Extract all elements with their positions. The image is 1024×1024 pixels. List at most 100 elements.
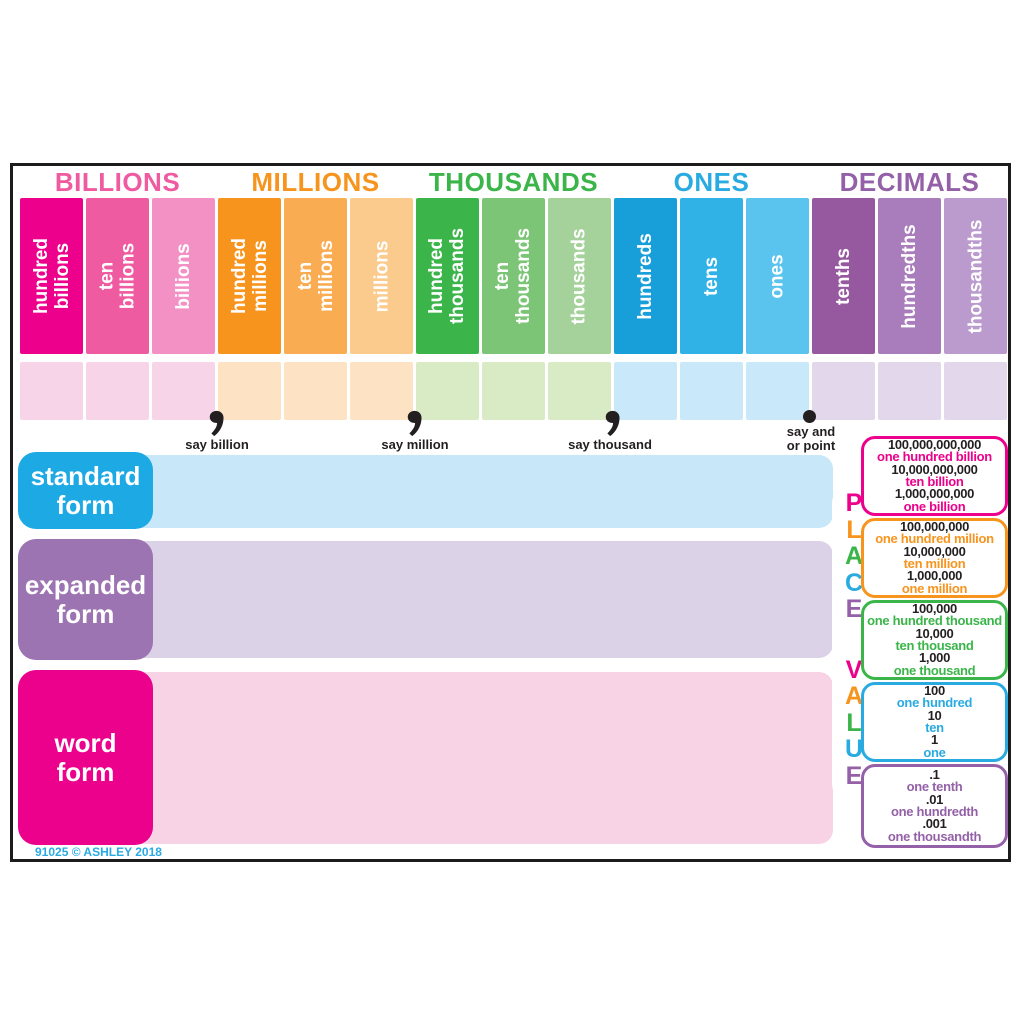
- column-label: hundredths: [899, 223, 920, 329]
- column-label: tens: [700, 256, 722, 296]
- place-value-letter: L: [846, 515, 862, 544]
- expanded-form-label: expanded form: [18, 539, 153, 660]
- group-label-ones: ONES: [673, 167, 750, 197]
- value-word: ten thousand: [895, 638, 974, 653]
- digit-cell: [812, 362, 875, 420]
- digit-cell: [416, 362, 479, 420]
- column-label: ones: [766, 253, 788, 299]
- comma-icon: [209, 410, 224, 437]
- value-number: 10: [927, 707, 942, 723]
- column-millions: millions: [350, 198, 413, 354]
- separator-label-say-and-or-point: say and or point: [786, 424, 836, 453]
- column-ten-thousands: ten thousands: [482, 198, 545, 354]
- column-label: thousands: [569, 227, 590, 325]
- column-label: thousandths: [965, 219, 986, 333]
- copyright-text: 91025 © ASHLEY 2018: [35, 845, 162, 859]
- place-value-letter: C: [844, 568, 864, 597]
- comma-icon: [407, 410, 422, 437]
- value-number: .001: [922, 816, 947, 832]
- value-number: 1,000: [918, 650, 951, 666]
- digit-cell: [20, 362, 83, 420]
- column-label: ten billions: [96, 242, 139, 310]
- separator-label-say-billion: say billion: [185, 437, 249, 452]
- value-box-thousands: 100,000 one hundred thousand 10,000 ten …: [861, 600, 1008, 680]
- place-value-letter: E: [845, 595, 863, 623]
- value-word: ten million: [903, 556, 966, 571]
- value-number: 100,000,000,000: [887, 437, 982, 453]
- column-label: ten thousands: [492, 227, 535, 325]
- value-word: ten: [925, 720, 944, 735]
- column-hundred-millions: hundred millions: [218, 198, 281, 354]
- column-label: tenths: [833, 247, 854, 305]
- group-labels-row: BILLIONS MILLIONS THOUSANDS ONES DECIMAL…: [20, 168, 1007, 196]
- value-word: one thousandth: [887, 828, 982, 844]
- value-word: one hundred billion: [877, 449, 992, 465]
- value-word: one hundred thousand: [867, 613, 1002, 629]
- value-word: one tenth: [906, 779, 963, 795]
- column-hundred-thousands: hundred thousands: [416, 198, 479, 354]
- value-box-decimals: .1 one tenth .01 one hundredth .001 one …: [861, 764, 1008, 848]
- value-number: 100: [924, 683, 945, 699]
- digit-cell: [152, 362, 215, 420]
- digit-cell: [614, 362, 677, 420]
- value-word: one hundred million: [875, 531, 994, 547]
- digit-cell: [680, 362, 743, 420]
- column-billions: billions: [152, 198, 215, 354]
- digit-cell: [218, 362, 281, 420]
- word-form-row: [43, 672, 833, 844]
- expanded-form-row: [43, 541, 833, 658]
- digit-cell: [548, 362, 611, 420]
- place-value-letter: U: [844, 735, 864, 763]
- column-hundredths: hundredths: [878, 198, 941, 354]
- column-ones: ones: [746, 198, 809, 354]
- value-number: .01: [925, 791, 944, 807]
- value-word: ten billion: [905, 474, 964, 489]
- decimal-point-icon: [803, 410, 816, 423]
- value-box-millions: 100,000,000 one hundred million 10,000,0…: [861, 518, 1008, 598]
- value-word: one billion: [903, 498, 966, 514]
- place-value-letter: E: [845, 761, 863, 790]
- group-label-thousands: THOUSANDS: [428, 167, 599, 197]
- value-number: 1,000,000: [906, 568, 963, 584]
- value-number: 100,000,000: [900, 519, 969, 535]
- value-box-ones: 100 one hundred 10 ten 1 one: [861, 682, 1008, 762]
- group-label-decimals: DECIMALS: [839, 167, 980, 197]
- value-number: 100,000: [912, 601, 957, 617]
- digit-cell: [746, 362, 809, 420]
- column-label: billions: [173, 242, 194, 310]
- value-word: one: [923, 744, 946, 760]
- standard-form-row: [43, 455, 833, 528]
- place-value-letter: L: [846, 708, 862, 737]
- separator-label-say-million: say million: [381, 437, 449, 452]
- column-label: hundred thousands: [426, 227, 469, 325]
- digit-cell: [284, 362, 347, 420]
- column-thousandths: thousandths: [944, 198, 1007, 354]
- digit-cell: [86, 362, 149, 420]
- word-form-label: word form: [18, 670, 153, 845]
- place-value-poster: BILLIONS MILLIONS THOUSANDS ONES DECIMAL…: [10, 163, 1011, 862]
- column-label: hundred millions: [228, 238, 271, 314]
- place-value-letter: A: [844, 682, 864, 710]
- column-thousands: thousands: [548, 198, 611, 354]
- digit-cell: [944, 362, 1007, 420]
- value-word: one hundred: [896, 695, 973, 711]
- column-label: hundred billions: [30, 238, 73, 314]
- value-number: 1: [931, 732, 938, 748]
- standard-form-label: standard form: [18, 452, 153, 529]
- value-number: 10,000: [915, 625, 954, 641]
- column-ten-millions: ten millions: [284, 198, 347, 354]
- value-word: one hundredth: [890, 804, 979, 819]
- digit-cell: [482, 362, 545, 420]
- value-word: one million: [901, 580, 968, 596]
- value-number: 10,000,000: [903, 543, 966, 559]
- column-label: hundreds: [635, 232, 656, 320]
- value-word: one thousand: [893, 662, 976, 678]
- comma-icon: [605, 410, 620, 437]
- column-ten-billions: ten billions: [86, 198, 149, 354]
- column-tenths: tenths: [812, 198, 875, 354]
- value-number: 10,000,000,000: [891, 461, 978, 477]
- value-number: 1,000,000,000: [894, 486, 975, 502]
- column-tens: tens: [680, 198, 743, 354]
- place-value-letter: V: [845, 655, 863, 684]
- place-value-letter: P: [845, 489, 863, 517]
